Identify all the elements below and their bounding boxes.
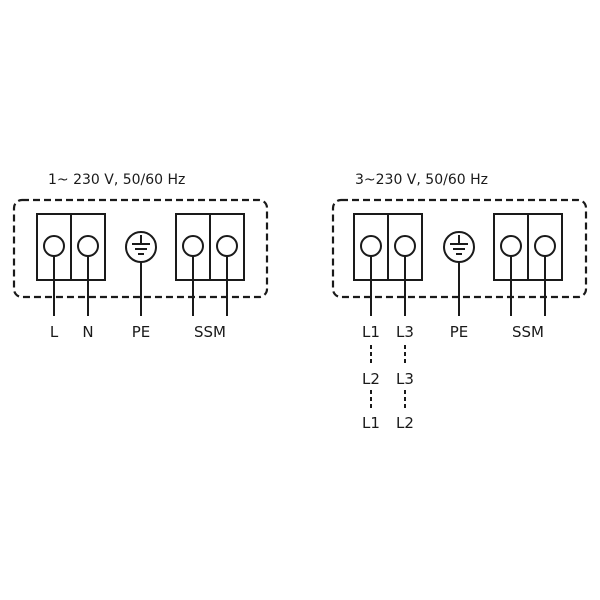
earth-terminal	[443, 231, 475, 263]
terminal-box-outline	[331, 198, 588, 299]
terminal-screw	[394, 235, 416, 257]
alternate-label: L1	[362, 414, 380, 432]
terminal-screw	[500, 235, 522, 257]
terminal-label-ssm: SSM	[512, 323, 544, 341]
terminal-screw	[216, 235, 238, 257]
terminal-label-l1: L1	[362, 323, 380, 341]
panel-three-phase: 3~230 V, 50/60 Hz	[331, 172, 588, 432]
earth-terminal	[125, 231, 157, 263]
ssm-terminal-block	[175, 213, 245, 281]
alternate-label: L2	[396, 414, 414, 432]
terminal-label-l: L	[50, 323, 59, 341]
terminal-screw	[43, 235, 65, 257]
terminal-screw	[77, 235, 99, 257]
terminal-label-pe: PE	[450, 323, 469, 341]
mains-terminal-block	[36, 213, 106, 281]
terminal-screw	[360, 235, 382, 257]
terminal-label-pe: PE	[132, 323, 151, 341]
terminal-label-l3: L3	[396, 323, 414, 341]
terminal-screw	[182, 235, 204, 257]
alternate-label: L2	[362, 370, 380, 388]
panel-title: 1~ 230 V, 50/60 Hz	[48, 172, 185, 188]
terminal-screw	[534, 235, 556, 257]
alternate-label: L3	[396, 370, 414, 388]
ssm-terminal-block	[493, 213, 563, 281]
panel-single-phase: 1~ 230 V, 50/60 Hz	[12, 172, 269, 341]
panel-title: 3~230 V, 50/60 Hz	[355, 172, 488, 188]
terminal-box-outline	[12, 198, 269, 299]
terminal-label-ssm: SSM	[194, 323, 226, 341]
mains-terminal-block	[353, 213, 423, 281]
terminal-label-n: N	[82, 323, 93, 341]
